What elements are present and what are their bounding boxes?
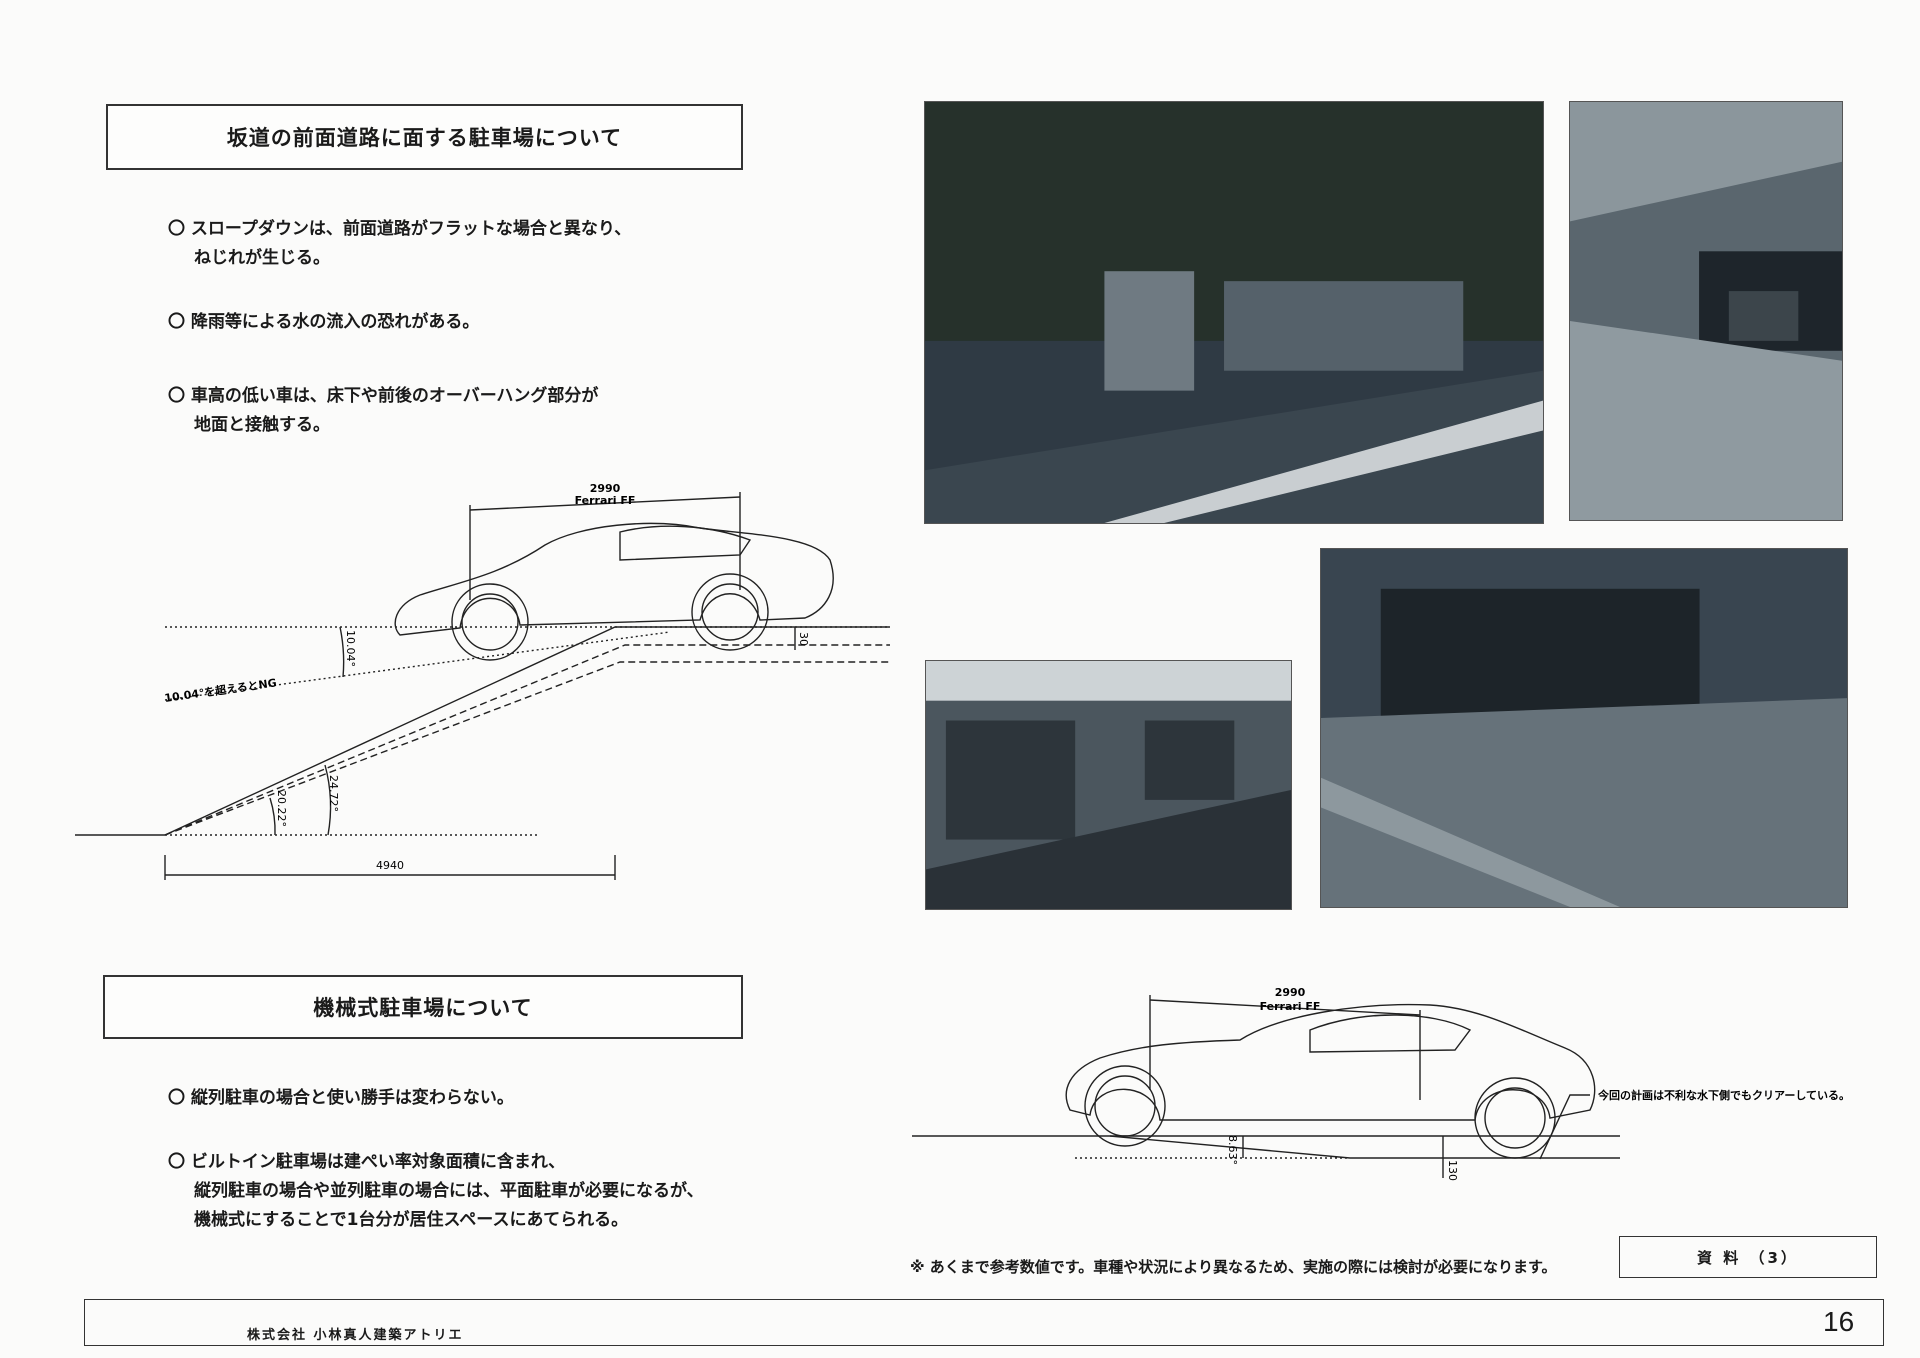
bullet-builtin: 〇 ビルトイン駐車場は建ぺい率対象面積に含まれ、 縦列駐車の場合や並列駐車の場合…	[168, 1152, 704, 1230]
angle-arc-top	[339, 626, 345, 678]
rear-wheel	[1474, 1077, 1556, 1159]
section-title-mechanical-parking: 機械式駐車場について	[103, 975, 743, 1039]
photo-slope-street	[924, 101, 1544, 524]
slope-diagram: 2990 Ferrari FF 10.04° 10.04°を超えるとNG 20.…	[75, 482, 890, 880]
doc-reference-text: 資 料 （3）	[1697, 1248, 1799, 1267]
doc-reference-box: 資 料 （3）	[1619, 1236, 1877, 1278]
angle-arc-lower-a	[269, 797, 276, 836]
length-label: 4940	[376, 859, 404, 872]
angle-top-label: 10.04°	[344, 630, 357, 667]
pit-line	[1109, 1135, 1620, 1159]
ng-label: 10.04°を超えるとNG	[163, 675, 277, 705]
section-title-text: 機械式駐車場について	[313, 996, 533, 1020]
car-window	[619, 525, 752, 561]
slope-dashed-line-2	[164, 644, 890, 836]
clearance-label: 30	[797, 632, 810, 646]
angle-arc-lower-b	[324, 764, 332, 836]
car-window	[1309, 1014, 1472, 1053]
slope-dashed-line	[164, 661, 890, 836]
section-title-text: 坂道の前面道路に面する駐車場について	[226, 126, 623, 150]
callout-label: 今回の計画は不利な水下側でもクリアーしている。	[1597, 1088, 1850, 1102]
car-body	[1065, 1003, 1596, 1121]
callout-leader	[1539, 1094, 1590, 1160]
company-name: 株式会社 小林真人建築アトリエ	[247, 1328, 464, 1343]
photo-wide-garage	[1320, 548, 1848, 908]
rear-wheel-inner	[701, 583, 759, 641]
bullet-parallel-usage: 〇 縦列駐車の場合と使い勝手は変わらない。	[168, 1088, 514, 1108]
page-number: 16	[1823, 1306, 1855, 1337]
bullet-rain: 〇 降雨等による水の流入の恐れがある。	[168, 312, 480, 332]
angle-lower-a-label: 20.22°	[275, 790, 288, 827]
clearance-label: 130	[1446, 1160, 1459, 1181]
wheelbase-dim	[469, 496, 741, 511]
front-wheel-inner	[461, 593, 519, 651]
photo-building-garages	[925, 660, 1292, 910]
section-title-slope-parking: 坂道の前面道路に面する駐車場について	[106, 104, 743, 170]
bullet-twist: 〇 スロープダウンは、前面道路がフラットな場合と異なり、 ねじれが生じる。	[168, 219, 632, 268]
footer-bar: 株式会社 小林真人建築アトリエ 16	[84, 1299, 1884, 1346]
front-wheel	[1084, 1065, 1166, 1147]
rear-wheel-inner	[1484, 1087, 1546, 1149]
slope-line	[75, 626, 890, 836]
depth-label: 8.63°	[1226, 1135, 1239, 1165]
clearance-diagram: 2990 Ferrari FF 今回の計画は不利な水下側でもクリアーしている。 …	[912, 986, 1850, 1181]
bullet-low-car: 〇 車高の低い車は、床下や前後のオーバーハング部分が 地面と接触する。	[168, 386, 599, 435]
photo-garage-entrance	[1569, 101, 1843, 521]
car-model-label: Ferrari FF	[575, 494, 636, 507]
front-wheel-inner	[1094, 1075, 1156, 1137]
car-body	[394, 522, 834, 636]
car-model-label: Ferrari FF	[1260, 1000, 1321, 1013]
front-wheel	[451, 583, 529, 661]
wheelbase-label: 2990	[590, 482, 621, 495]
angle-lower-b-label: 24.72°	[327, 775, 340, 812]
wheelbase-label: 2990	[1275, 986, 1306, 999]
disclaimer-text: ※ あくまで参考数値です。車種や状況により異なるため、実施の際には検討が必要にな…	[910, 1258, 1557, 1276]
wheelbase-dim	[1149, 999, 1421, 1016]
rear-wheel	[691, 573, 769, 651]
